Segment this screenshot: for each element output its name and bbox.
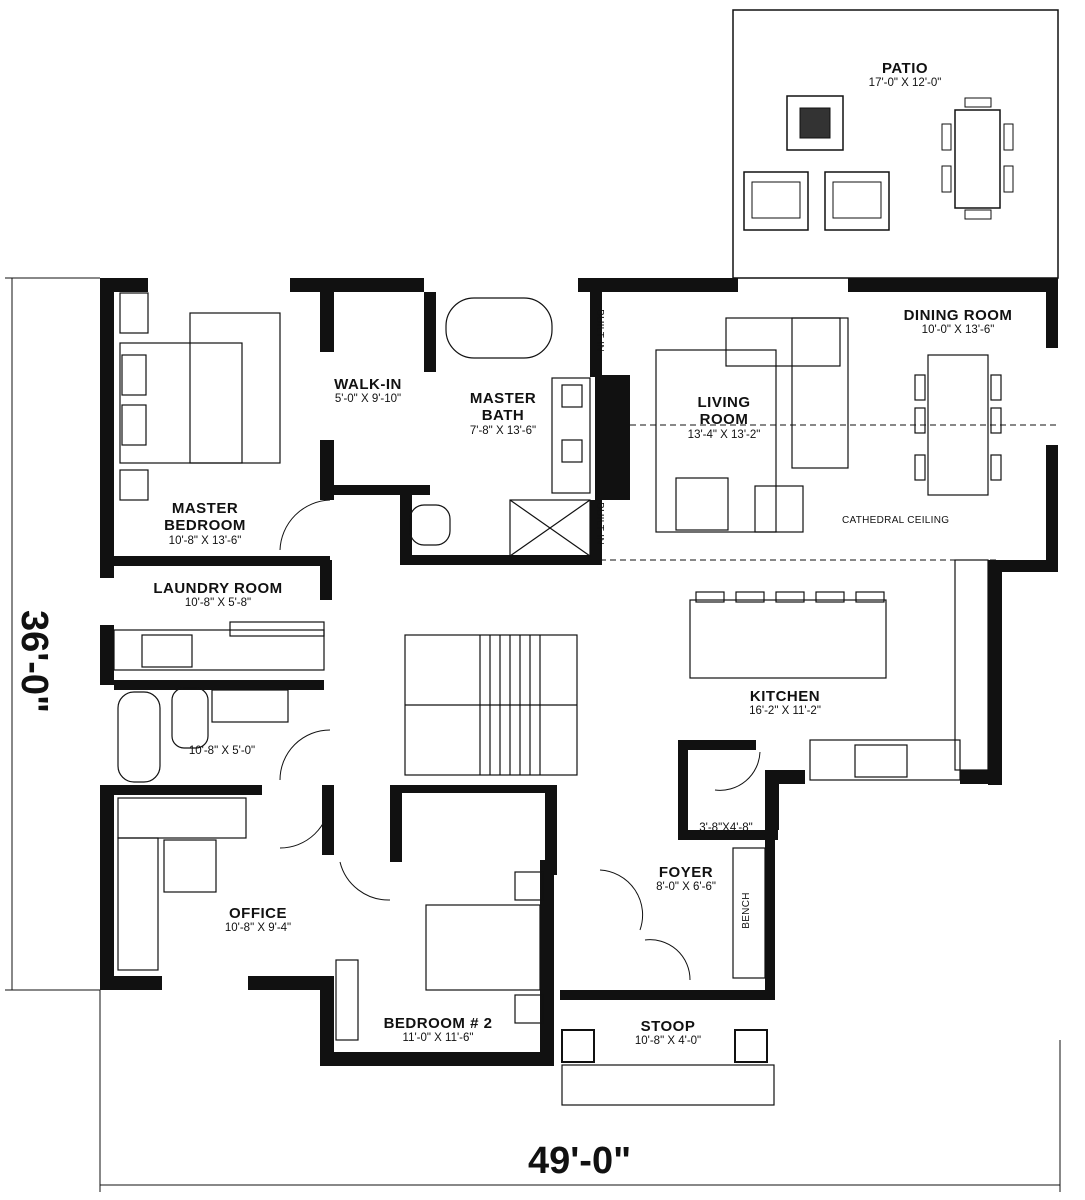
kitchen-dims: 16'-2" X 11'-2" <box>749 705 821 718</box>
bedroom-2-label: BEDROOM # 2 11'-0" X 11'-6" <box>384 1015 493 1045</box>
master-bath-dims: 7'-8" X 13'-6" <box>469 424 537 437</box>
master-bath-label: MASTER BATH 7'-8" X 13'-6" <box>470 390 536 438</box>
master-bath-name-1: MASTER <box>469 390 537 407</box>
dimension-lines <box>5 277 1061 1192</box>
pantry-label: 3'-8"X4'-8" <box>699 822 752 835</box>
stoop-dims: 10'-8" X 4'-0" <box>634 1035 702 1048</box>
dining-room-name: DINING ROOM <box>903 307 1013 324</box>
master-bath-name-2: BATH <box>481 407 525 425</box>
dining-room-label: DINING ROOM 10'-0" X 13'-6" <box>904 307 1013 337</box>
interior-walls <box>114 292 778 875</box>
foyer-dims: 8'-0" X 6'-6" <box>656 881 716 894</box>
fixtures <box>113 292 1002 1106</box>
patio-area <box>732 9 1059 279</box>
kitchen-name: KITCHEN <box>749 688 821 705</box>
laundry-room-name: LAUNDRY ROOM <box>153 580 283 597</box>
laundry-room-label: LAUNDRY ROOM 10'-8" X 5'-8" <box>153 580 282 610</box>
walk-in-label: WALK-IN 5'-0" X 9'-10" <box>334 376 402 406</box>
patio-name: PATIO <box>881 60 929 77</box>
patio-dims: 17'-0" X 12'-0" <box>868 77 942 90</box>
foyer-label: FOYER 8'-0" X 6'-6" <box>656 864 716 894</box>
kitchen-label: KITCHEN 16'-2" X 11'-2" <box>749 688 821 718</box>
living-room-name-2: ROOM <box>699 411 749 429</box>
dining-room-dims: 10'-0" X 13'-6" <box>921 324 995 337</box>
stoop-label: STOOP 10'-8" X 4'-0" <box>635 1018 701 1048</box>
office-dims: 10'-8" X 9'-4" <box>224 922 292 935</box>
master-bedroom-dims: 10'-8" X 13'-6" <box>168 534 242 547</box>
exterior-walls <box>100 278 1058 1066</box>
door-swings <box>279 499 761 981</box>
foyer-name: FOYER <box>658 864 714 881</box>
office-label: OFFICE 10'-8" X 9'-4" <box>225 905 291 935</box>
overall-width-dimension: 49'-0" <box>528 1140 632 1182</box>
master-bedroom-name-1: MASTER <box>171 500 239 517</box>
overall-depth-dimension: 36'-0" <box>13 609 56 714</box>
living-room-dims: 13'-4" X 13'-2" <box>687 428 761 441</box>
master-bedroom-name-2: BEDROOM <box>164 517 246 535</box>
stoop-name: STOOP <box>640 1018 696 1035</box>
bench-note: BENCH <box>740 892 752 929</box>
bath-2-dims: 10'-8" X 5'-0" <box>188 745 256 757</box>
living-room-name-1: LIVING <box>697 394 751 411</box>
cathedral-ceiling-note: CATHEDRAL CEILING <box>842 515 950 526</box>
walk-in-dims: 5'-0" X 9'-10" <box>334 393 402 406</box>
laundry-room-dims: 10'-8" X 5'-8" <box>184 597 252 610</box>
built-in-bottom-note: BUILT-IN <box>593 502 605 545</box>
ceiling-lines <box>600 424 1058 561</box>
bath-2-label: 10'-8" X 5'-0" <box>189 745 255 758</box>
walk-in-name: WALK-IN <box>334 376 402 393</box>
patio-label: PATIO 17'-0" X 12'-0" <box>869 60 942 90</box>
master-bedroom-label: MASTER BEDROOM 10'-8" X 13'-6" <box>164 500 246 548</box>
built-in-top-note: BUILT-IN <box>593 309 605 352</box>
pantry-dims: 3'-8"X4'-8" <box>699 822 753 834</box>
office-name: OFFICE <box>228 905 287 922</box>
bedroom-2-dims: 11'-0" X 11'-6" <box>402 1032 474 1045</box>
living-room-label: LIVING ROOM 13'-4" X 13'-2" <box>688 394 761 442</box>
bedroom-2-name: BEDROOM # 2 <box>383 1015 493 1032</box>
